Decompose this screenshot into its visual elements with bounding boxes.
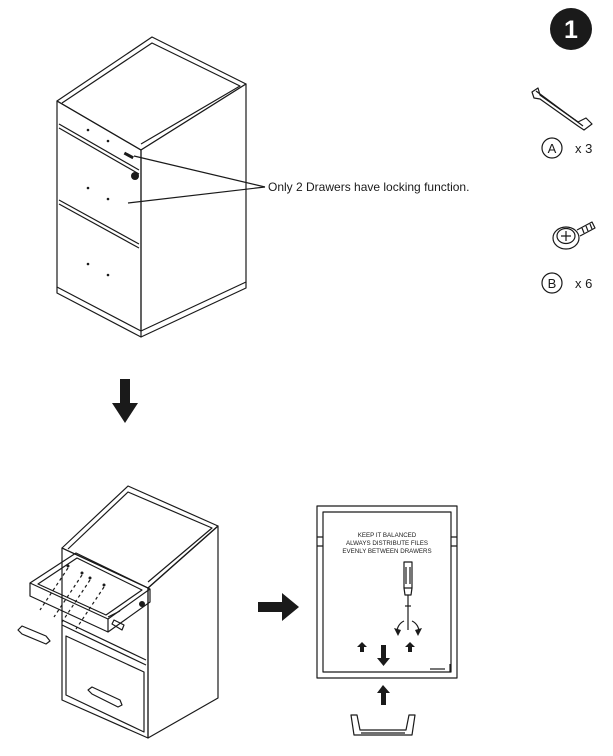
- part-b-label: B x 6: [541, 272, 592, 294]
- handle-part-icon: [531, 87, 593, 131]
- cabinet-open-drawer-illustration: [17, 485, 219, 739]
- screw-part-icon: [552, 221, 596, 250]
- step-number: 1: [564, 16, 578, 44]
- panel-text-line-2: ALWAYS DISTRIBUTE FILES: [346, 540, 428, 547]
- panel-text-line-1: KEEP IT BALANCED: [358, 532, 417, 539]
- part-b-qty: x 6: [575, 276, 592, 291]
- cabinet-top-illustration: [56, 36, 247, 338]
- step-badge: 1: [550, 8, 592, 50]
- part-b-letter: B: [548, 276, 557, 291]
- right-arrow-icon: [258, 593, 299, 621]
- part-a-letter: A: [548, 141, 557, 156]
- part-a-qty: x 3: [575, 141, 592, 156]
- part-a-label: A x 3: [541, 137, 592, 159]
- panel-text-line-3: EVENLY BETWEEN DRAWERS: [342, 548, 431, 555]
- callout-leaders: [127, 155, 266, 204]
- locking-callout-text: Only 2 Drawers have locking function.: [268, 180, 469, 194]
- drawer-panel-illustration: [316, 505, 458, 736]
- down-arrow-icon: [112, 379, 138, 423]
